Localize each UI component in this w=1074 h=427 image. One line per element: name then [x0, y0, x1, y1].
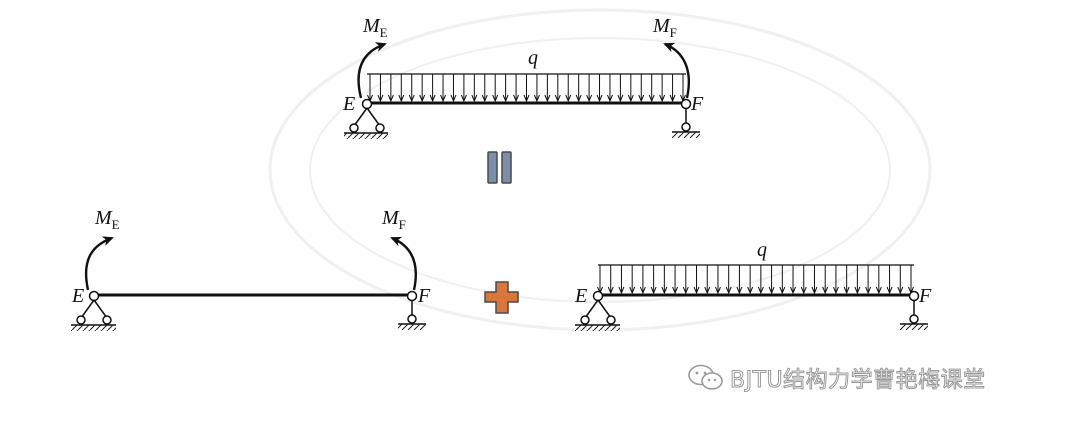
- load-arrow-head: [725, 286, 732, 295]
- top-roller-support-f: [672, 98, 700, 138]
- load-arrow-head: [757, 286, 764, 295]
- bottom-left-beam-diagram: ME MF E F: [71, 207, 431, 331]
- load-arrow-head: [398, 94, 405, 103]
- load-arrow-head: [492, 94, 499, 103]
- load-arrow-head: [377, 94, 384, 103]
- load-arrow-head: [607, 94, 613, 103]
- load-arrow-head: [450, 94, 457, 103]
- load-arrow-head: [704, 286, 711, 295]
- load-arrow-head: [648, 94, 655, 103]
- load-arrow-head: [586, 94, 593, 103]
- top-distributed-load: [367, 73, 686, 103]
- load-arrow-head: [544, 94, 551, 103]
- load-arrow-head: [629, 286, 636, 295]
- load-arrow-head: [419, 94, 426, 103]
- load-arrow-head: [875, 286, 882, 295]
- bottom-left-moment-right-label: MF: [381, 207, 406, 232]
- load-arrow-head: [747, 286, 754, 295]
- load-arrow-head: [440, 94, 446, 103]
- load-arrow-head: [387, 94, 394, 103]
- bottom-right-beam-diagram: q E F: [574, 239, 932, 331]
- load-arrow-head: [650, 286, 657, 295]
- load-arrow-head: [638, 94, 645, 103]
- bottom-left-roller-support-f: [398, 290, 426, 330]
- load-arrow-head: [682, 286, 689, 295]
- load-arrow-head: [779, 286, 786, 295]
- load-arrow-head: [669, 94, 676, 103]
- load-arrow-head: [659, 94, 666, 103]
- plus-sign: [484, 281, 519, 314]
- bottom-right-node-f-label: F: [918, 285, 932, 307]
- load-arrow-head: [736, 286, 743, 295]
- load-arrow-head: [596, 94, 603, 103]
- load-arrow-head: [460, 94, 467, 103]
- load-arrow-head: [523, 94, 530, 103]
- load-arrow-head: [533, 94, 540, 103]
- load-arrow-head: [627, 94, 634, 103]
- load-arrow-head: [575, 94, 582, 103]
- load-arrow-head: [502, 94, 509, 103]
- top-moment-right-label: MF: [652, 15, 677, 40]
- bottom-right-node-e-label: E: [574, 285, 587, 307]
- load-arrow-head: [471, 94, 478, 103]
- top-node-e-label: E: [342, 93, 355, 115]
- bottom-right-load-arrows: [597, 265, 914, 295]
- load-arrow-head: [672, 286, 679, 295]
- load-arrow-head: [800, 286, 807, 295]
- bottom-right-pin-support-e: [575, 290, 620, 331]
- bottom-right-distributed-load: [597, 264, 914, 295]
- load-arrow-head: [843, 286, 850, 295]
- load-arrow-head: [768, 286, 775, 295]
- load-arrow-head: [715, 286, 721, 295]
- load-arrow-head: [481, 94, 488, 103]
- load-arrow-head: [790, 286, 796, 295]
- load-arrow-head: [513, 94, 520, 103]
- load-arrow-head: [693, 286, 700, 295]
- load-arrow-head: [618, 286, 625, 295]
- wechat-icon: [688, 364, 723, 390]
- bottom-left-moment-right-arrow: [390, 236, 418, 291]
- bottom-left-moment-left-arrow: [84, 236, 114, 291]
- top-load-arrows: [367, 74, 686, 103]
- load-arrow-head: [886, 286, 893, 295]
- load-arrow-head: [811, 286, 818, 295]
- bottom-left-node-f-label: F: [417, 285, 431, 307]
- top-moment-right-arrow: [663, 42, 691, 99]
- load-arrow-head: [832, 286, 839, 295]
- load-arrow-head: [554, 94, 561, 103]
- load-arrow-head: [865, 286, 872, 295]
- load-arrow-head: [897, 286, 904, 295]
- equals-sign: [487, 151, 512, 184]
- load-arrow-head: [822, 286, 829, 295]
- bottom-left-pin-support-e: [71, 290, 116, 331]
- load-arrow-head: [661, 286, 668, 295]
- bottom-left-node-e-label: E: [71, 285, 84, 307]
- load-arrow-head: [617, 94, 624, 103]
- load-arrow-head: [565, 94, 572, 103]
- load-arrow-head: [408, 94, 415, 103]
- load-arrow-head: [607, 286, 614, 295]
- top-moment-left-label: ME: [362, 15, 388, 40]
- bottom-right-load-label: q: [757, 239, 767, 261]
- load-arrow-head: [854, 286, 861, 295]
- top-node-f-label: F: [690, 93, 704, 115]
- bottom-right-roller-support-f: [900, 290, 928, 330]
- top-moment-left-arrow: [357, 42, 387, 99]
- top-load-label: q: [528, 47, 538, 69]
- top-pin-support-e: [344, 98, 388, 139]
- watermark-text: BJTU结构力学曹艳梅课堂: [730, 368, 986, 394]
- top-beam-diagram: ME MF q E F: [342, 15, 704, 139]
- load-arrow-head: [429, 94, 436, 103]
- account-watermark: BJTU结构力学曹艳梅课堂: [686, 362, 986, 394]
- bottom-left-moment-left-label: ME: [94, 207, 120, 232]
- load-arrow-head: [639, 286, 646, 295]
